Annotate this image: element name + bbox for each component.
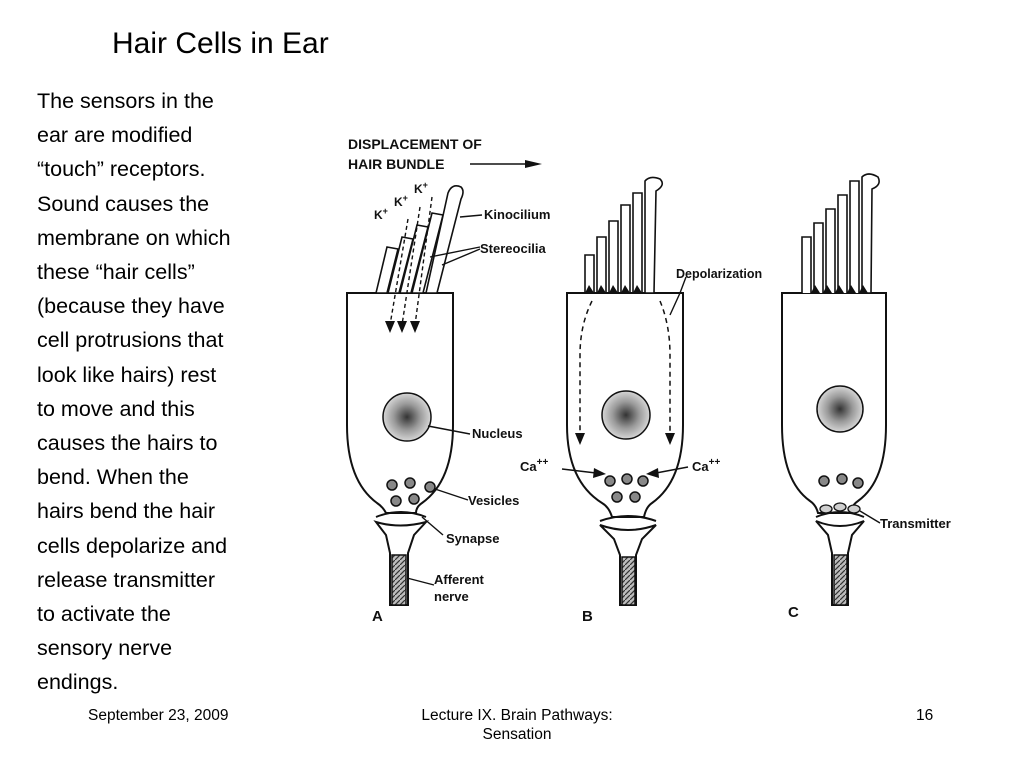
slide-title: Hair Cells in Ear bbox=[112, 27, 329, 60]
k-ion-1: K+ bbox=[374, 206, 388, 222]
nucleus-c bbox=[816, 385, 864, 433]
afferent-label-1: Afferent bbox=[434, 572, 485, 587]
footer-page-number: 16 bbox=[916, 707, 934, 724]
panel-c-label: C bbox=[788, 604, 799, 621]
body-line: causes the hairs to bbox=[37, 431, 218, 456]
vesicles-label: Vesicles bbox=[468, 493, 519, 508]
body-line: look like hairs) rest bbox=[37, 362, 217, 387]
kinocilium-label: Kinocilium bbox=[484, 207, 550, 222]
header-line-2: HAIR BUNDLE bbox=[348, 156, 444, 172]
body-line: hairs bend the hair bbox=[37, 499, 216, 524]
body-line: cells depolarize and bbox=[37, 533, 228, 558]
body-line: ear are modified bbox=[37, 123, 193, 148]
body-line: to activate the bbox=[37, 602, 171, 627]
header-line-1: DISPLACEMENT OF bbox=[348, 136, 482, 152]
body-line: bend. When the bbox=[37, 465, 189, 490]
body-line: to move and this bbox=[37, 396, 195, 421]
body-line: “touch” receptors. bbox=[37, 157, 206, 182]
body-line: (because they have bbox=[37, 294, 225, 319]
body-line: sensory nerve bbox=[37, 636, 173, 661]
synapse-label: Synapse bbox=[446, 531, 499, 546]
footer-lecture-line-1: Lecture IX. Brain Pathways: bbox=[421, 707, 613, 724]
nucleus-a bbox=[382, 392, 432, 442]
body-line: Sound causes the bbox=[37, 191, 210, 216]
nucleus-b bbox=[601, 390, 651, 440]
depolarization-label: Depolarization bbox=[676, 267, 762, 281]
panel-a bbox=[346, 185, 464, 606]
body-line: these “hair cells” bbox=[37, 260, 195, 285]
k-ion-2: K+ bbox=[394, 193, 408, 209]
body-line: membrane on which bbox=[37, 225, 231, 250]
ca-ion-left: Ca++ bbox=[520, 457, 548, 474]
ca-ion-right: Ca++ bbox=[692, 457, 720, 474]
transmitter-label: Transmitter bbox=[880, 516, 951, 531]
panel-c bbox=[781, 173, 887, 606]
body-line: The sensors in the bbox=[37, 89, 214, 113]
afferent-label-2: nerve bbox=[434, 589, 469, 604]
panel-a-label: A bbox=[372, 608, 383, 625]
body-line: endings. bbox=[37, 670, 119, 695]
footer-lecture: Lecture IX. Brain Pathways: Sensation bbox=[372, 706, 662, 744]
stereocilia-label: Stereocilia bbox=[480, 241, 547, 256]
hair-cell-figure: DISPLACEMENT OF HAIR BUNDLE bbox=[330, 125, 990, 635]
k-ion-3: K+ bbox=[414, 180, 428, 196]
body-text: The sensors in the ear are modified “tou… bbox=[37, 84, 277, 700]
nucleus-label: Nucleus bbox=[472, 426, 523, 441]
panel-b-label: B bbox=[582, 608, 593, 625]
panel-b bbox=[561, 176, 689, 606]
footer-date: September 23, 2009 bbox=[88, 707, 229, 724]
displacement-arrow-head bbox=[525, 160, 542, 168]
body-line: cell protrusions that bbox=[37, 328, 224, 353]
body-line: release transmitter bbox=[37, 567, 216, 592]
hair-cell-diagram: DISPLACEMENT OF HAIR BUNDLE bbox=[346, 136, 951, 625]
footer-lecture-line-2: Sensation bbox=[482, 726, 552, 743]
